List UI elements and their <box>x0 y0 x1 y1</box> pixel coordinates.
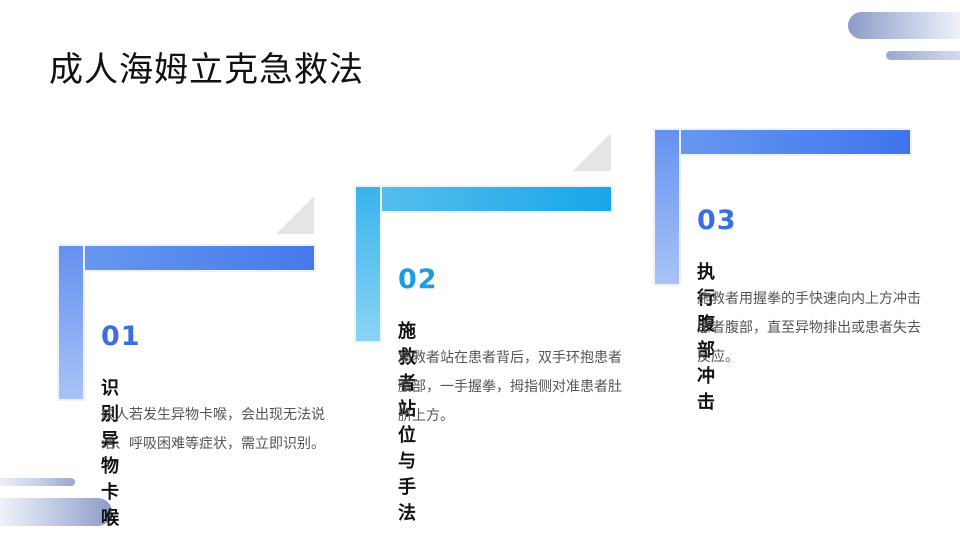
page-title: 成人海姆立克急救法 <box>49 50 364 90</box>
corner-triangle-decoration <box>276 196 314 234</box>
bracket-bar-vertical <box>59 246 83 399</box>
step-description: 施救者站在患者背后，双手环抱患者腰部，一手握拳，拇指侧对准患者肚脐上方。 <box>398 350 622 424</box>
bracket-bar-horizontal <box>59 246 314 270</box>
decorative-bar-top-right-large <box>848 12 960 39</box>
step-heading: 执行腹部冲击 <box>697 262 715 413</box>
step-description: 施救者用握拳的手快速向内上方冲击患者腹部，直至异物排出或患者失去反应。 <box>697 291 921 365</box>
decorative-bar-bottom-left-small <box>0 478 75 486</box>
bracket-bar-vertical <box>655 130 679 284</box>
bracket-bar-horizontal <box>655 130 910 154</box>
corner-triangle-decoration <box>573 133 611 171</box>
bracket-bar-horizontal <box>356 187 611 211</box>
step-heading: 施救者站位与手法 <box>398 321 416 524</box>
decorative-bar-top-right-small <box>886 51 960 60</box>
step-description: 成人若发生异物卡喉，会出现无法说话、呼吸困难等症状，需立即识别。 <box>101 407 325 452</box>
decorative-bar-bottom-left-large <box>0 498 112 526</box>
step-number: 02 <box>398 264 438 295</box>
step-heading: 识别异物卡喉 <box>101 378 119 529</box>
step-number: 01 <box>101 321 141 352</box>
step-number: 03 <box>697 205 737 236</box>
bracket-bar-vertical <box>356 187 380 341</box>
